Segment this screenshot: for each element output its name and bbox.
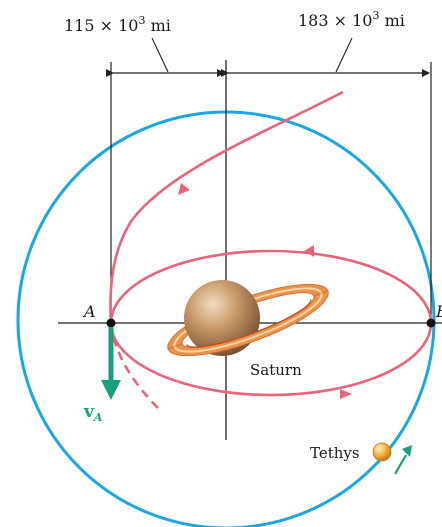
orbit-arrow-top [304, 245, 314, 257]
approach-trajectory [109, 90, 344, 324]
saturn-label: Saturn [250, 361, 302, 379]
orbit-arrow-bottom [340, 389, 352, 399]
tethys-label: Tethys [310, 444, 360, 462]
point-b-dot [426, 318, 436, 328]
dimension-label-right: 183 × 103 mi [298, 9, 405, 30]
dimension-label-left: 115 × 103 mi [64, 14, 171, 35]
leader-line-left [151, 37, 169, 73]
tethys-velocity-shaft [394, 454, 407, 475]
saturn-ring-inner-band-front [173, 292, 323, 353]
point-a-dot [106, 318, 116, 328]
point-a-label: A [82, 302, 96, 321]
escape-trajectory-dashed [109, 322, 161, 411]
tethys-velocity-head [402, 445, 412, 457]
point-b-label: B [435, 302, 442, 321]
tethys-moon [372, 442, 392, 462]
velocity-label: vA [83, 402, 103, 424]
velocity-arrow-head [101, 380, 121, 400]
leader-line-right [335, 37, 353, 73]
saturn-ring-shadow [185, 299, 312, 348]
approach-arrow [178, 183, 190, 195]
saturn-ring-front-group [167, 290, 329, 357]
